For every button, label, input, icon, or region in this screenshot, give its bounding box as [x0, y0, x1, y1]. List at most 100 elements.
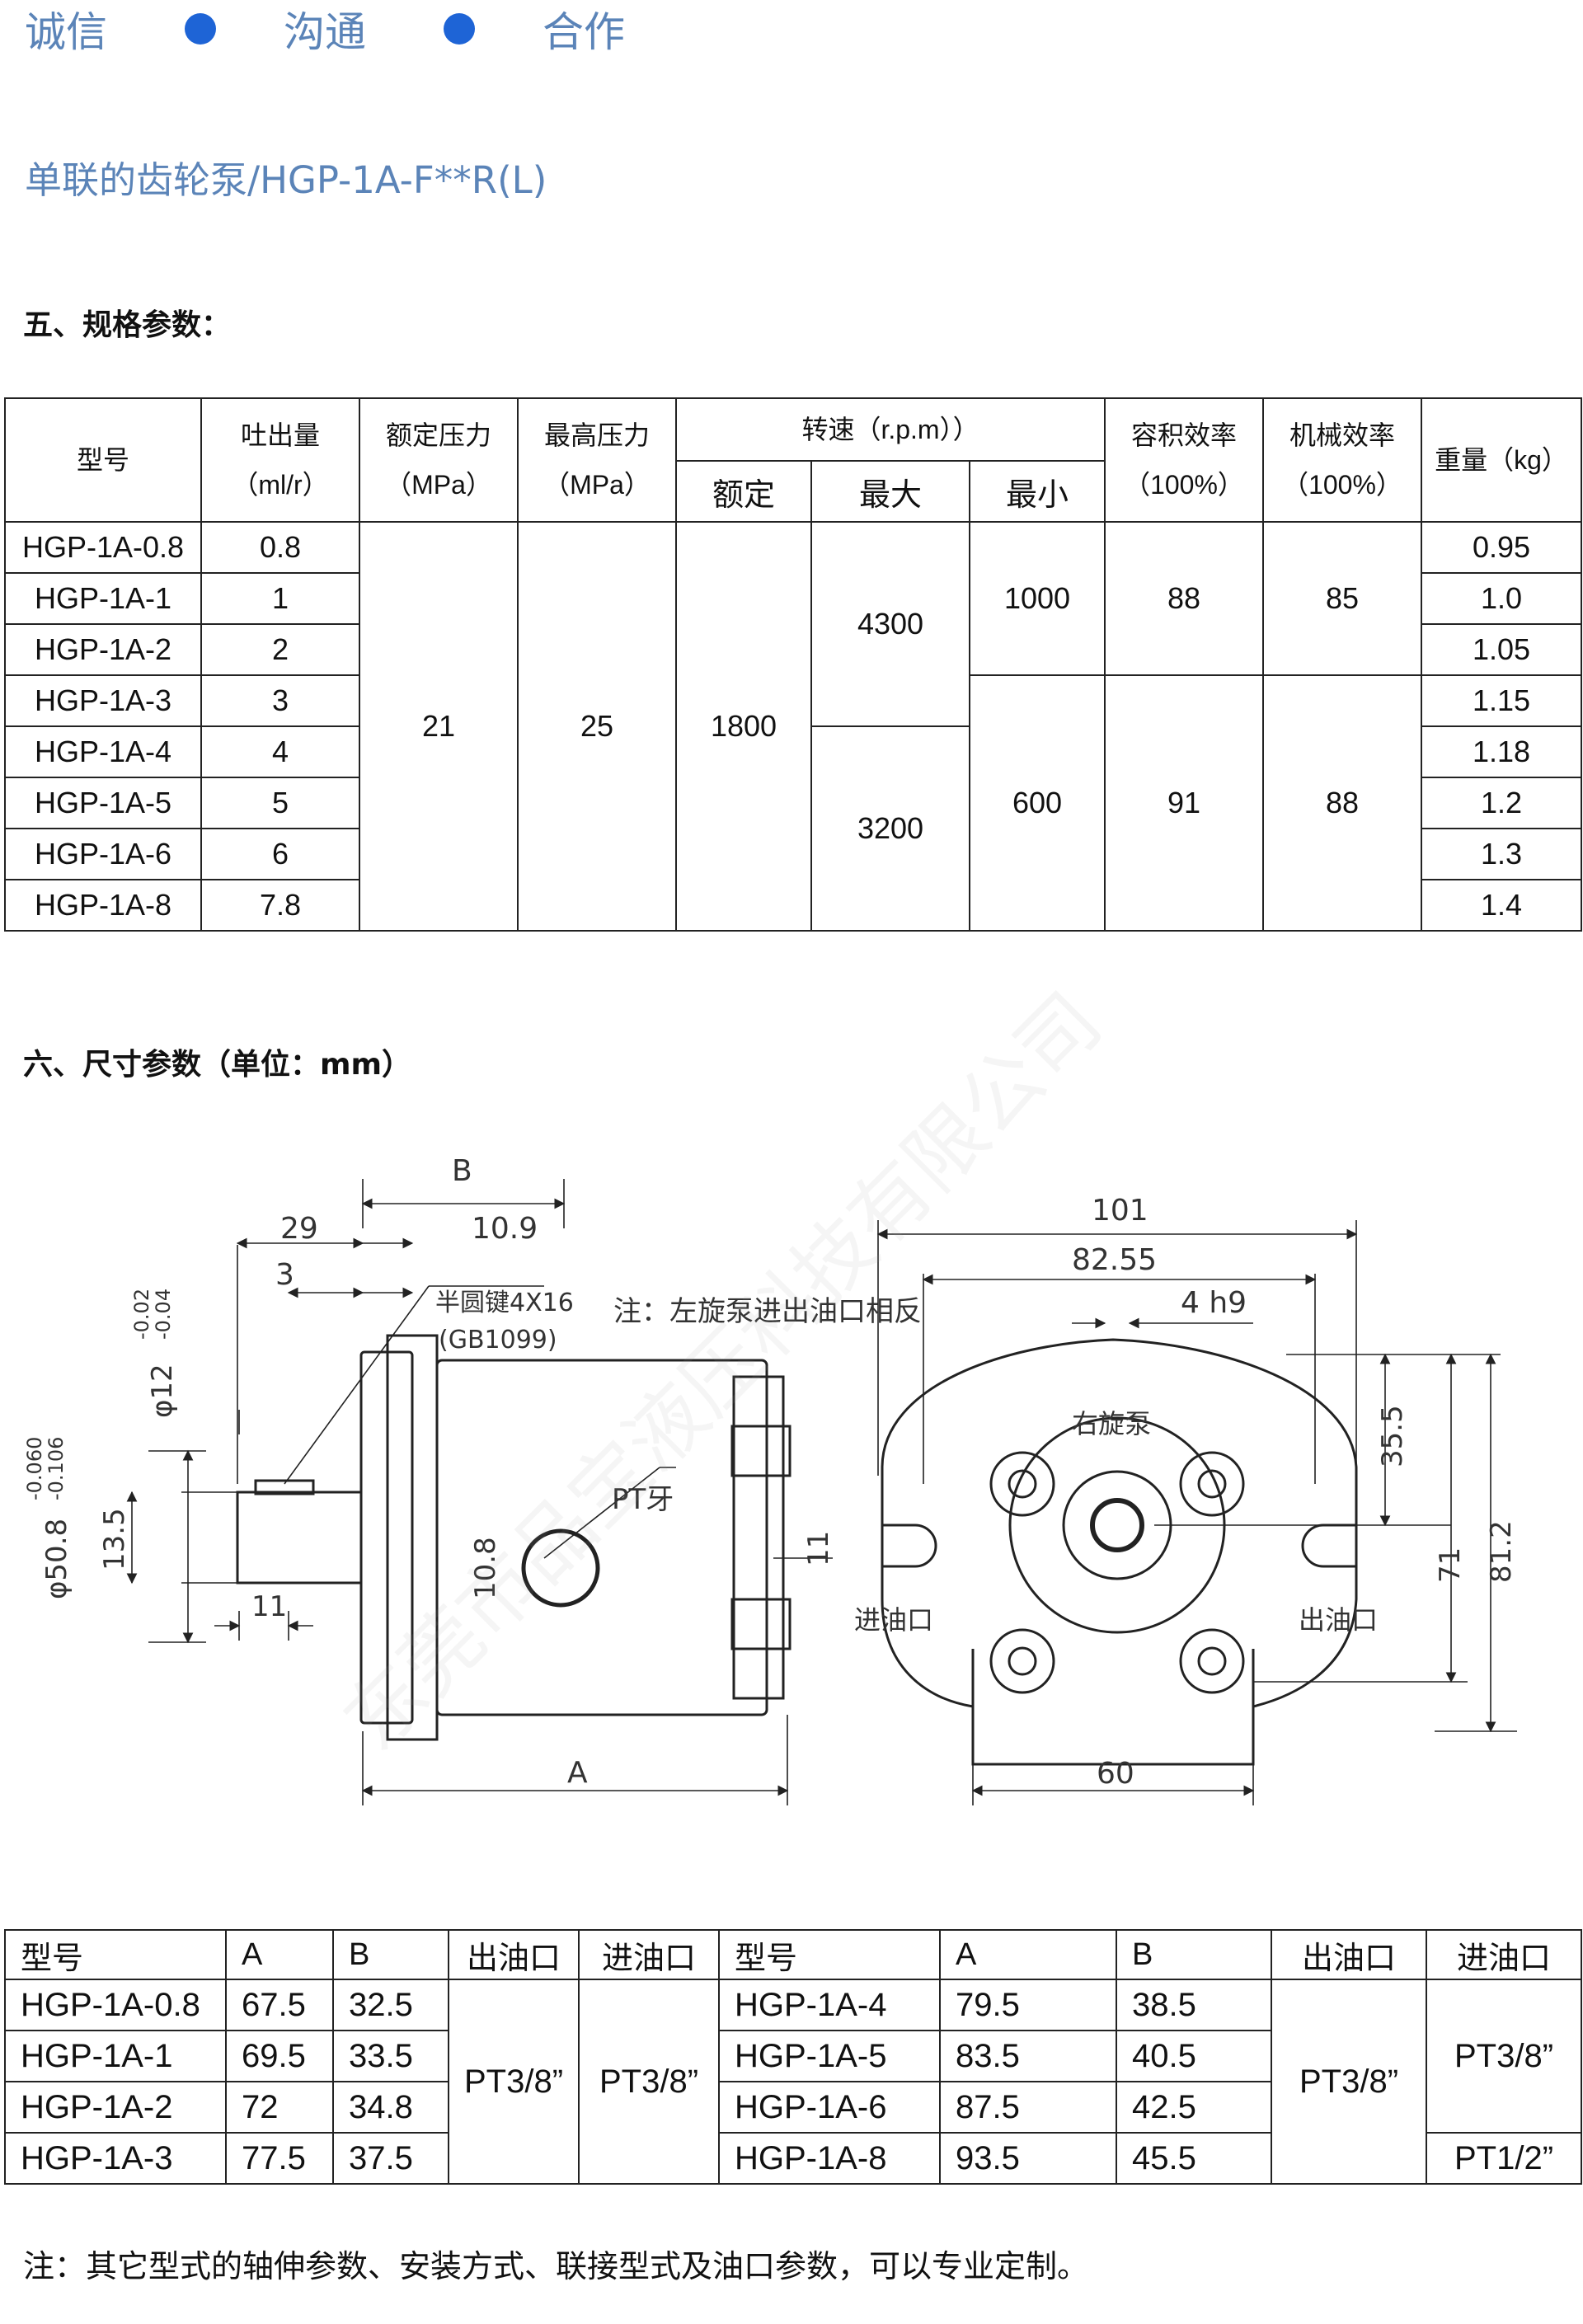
dimension-table: 型号 A B 出油口 进油口 型号 A B 出油口 进油口 HGP-1A-0.8…	[4, 1929, 1582, 2185]
cell-vol-eff: 91	[1104, 674, 1265, 932]
dim-cell-model: HGP-1A-0.8	[4, 1979, 227, 2031]
cell-weight: 1.15	[1421, 674, 1583, 727]
dim-cell-model: HGP-1A-8	[718, 2132, 941, 2185]
cover-bolt-upper	[730, 1425, 792, 1477]
label-81-2: 81.2	[1485, 1520, 1518, 1583]
header-mechanical-efficiency: 机械效率（100%）	[1262, 397, 1423, 523]
dim-cell-model: HGP-1A-5	[718, 2030, 941, 2082]
header-weight: 重量（kg）	[1421, 397, 1583, 523]
cell-displacement: 0.8	[200, 521, 360, 574]
label-half-round-key: 半圆键4X16	[435, 1289, 574, 1317]
dim-header-a: A	[939, 1929, 1117, 1980]
cover-bolt-lower	[730, 1598, 792, 1650]
cell-displacement: 5	[200, 777, 360, 829]
dim-cell-a: 87.5	[939, 2081, 1117, 2134]
dim-header-outlet: 出油口	[448, 1929, 580, 1980]
header-displacement: 吐出量（ml/r）	[200, 397, 360, 523]
slogan-word-integrity: 诚信	[25, 8, 107, 56]
bullet-dot-icon	[444, 13, 475, 45]
bolt-bottom-left	[989, 1628, 1055, 1694]
cell-max-pressure: 25	[517, 521, 677, 932]
header-volumetric-efficiency: 容积效率（100%）	[1104, 397, 1265, 523]
label-phi50-tol-lower: -0.106	[45, 1437, 68, 1500]
cell-speed-min: 1000	[968, 521, 1106, 676]
dim-cell-model: HGP-1A-6	[718, 2081, 941, 2134]
dim-cell-inlet: PT1/2”	[1426, 2132, 1582, 2185]
dim-cell-b: 40.5	[1116, 2030, 1272, 2082]
label-phi50-tol-upper: -0.060	[23, 1437, 46, 1500]
dim-header-outlet: 出油口	[1271, 1929, 1427, 1980]
label-A: A	[567, 1756, 588, 1790]
dim-header-model: 型号	[718, 1929, 941, 1980]
left-hand-note: 注：左旋泵进出油口相反	[613, 1295, 922, 1328]
label-outlet: 出油口	[1299, 1604, 1378, 1636]
slogan-word-cooperation: 合作	[543, 8, 625, 56]
slogan-word-communication: 沟通	[284, 8, 366, 56]
cell-weight: 0.95	[1421, 521, 1583, 574]
dim-cell-inlet: PT3/8”	[578, 1979, 720, 2185]
label-phi50-8: φ50.8	[40, 1519, 73, 1599]
label-101: 101	[1092, 1194, 1148, 1228]
cell-mech-eff: 85	[1262, 521, 1423, 676]
section-spec-title: 五、规格参数：	[23, 308, 232, 342]
cell-displacement: 6	[200, 828, 360, 880]
dim-header-inlet: 进油口	[578, 1929, 720, 1980]
bolt-top-right	[1179, 1451, 1245, 1517]
header-speed-rated: 额定	[675, 460, 812, 523]
label-13-5: 13.5	[98, 1508, 131, 1570]
front-view-labels: 101 82.55 4 h9 右旋泵 35.5 71 81.2 进油口 出油口 …	[854, 1194, 1518, 1791]
cell-displacement: 4	[200, 725, 360, 778]
dim-header-inlet: 进油口	[1426, 1929, 1582, 1980]
cell-model: HGP-1A-8	[4, 879, 202, 932]
dim-cell-inlet: PT3/8”	[1426, 1979, 1582, 2134]
label-4h9: 4 h9	[1181, 1286, 1247, 1320]
cell-vol-eff: 88	[1104, 521, 1265, 676]
label-pt-thread: PT牙	[612, 1483, 674, 1516]
pump-dimension-drawing: B 29 10.9 3 半圆键4X16 (GB1099) 注：左旋泵进出油口相反…	[23, 1154, 1518, 1805]
cell-weight: 1.2	[1421, 777, 1583, 829]
label-phi12-tol-upper: -0.02	[130, 1289, 153, 1340]
pump-body	[435, 1359, 768, 1716]
product-subtitle: 单联的齿轮泵/HGP-1A-F**R(L)	[25, 158, 547, 202]
cell-model: HGP-1A-1	[4, 572, 202, 625]
dim-cell-a: 69.5	[225, 2030, 334, 2082]
cell-displacement: 2	[200, 623, 360, 676]
dim-cell-model: HGP-1A-4	[718, 1979, 941, 2031]
dim-cell-a: 67.5	[225, 1979, 334, 2031]
header-model: 型号	[4, 397, 202, 523]
cell-weight: 1.05	[1421, 623, 1583, 676]
header-speed-max: 最大	[810, 460, 970, 523]
dim-cell-b: 34.8	[332, 2081, 449, 2134]
dim-cell-b: 32.5	[332, 1979, 449, 2031]
dim-cell-model: HGP-1A-1	[4, 2030, 227, 2082]
front-view-dimensions	[876, 1220, 1517, 1805]
label-11-left: 11	[802, 1531, 835, 1566]
label-60: 60	[1097, 1757, 1134, 1791]
bolt-top-left	[989, 1451, 1055, 1517]
cell-mech-eff: 88	[1262, 674, 1423, 932]
cell-weight: 1.3	[1421, 828, 1583, 880]
front-view	[881, 1338, 1358, 1766]
label-gb1099: (GB1099)	[439, 1326, 557, 1354]
label-11: 11	[251, 1590, 287, 1623]
dim-cell-a: 93.5	[939, 2132, 1117, 2185]
cell-speed-max: 4300	[810, 521, 970, 727]
cell-weight: 1.0	[1421, 572, 1583, 625]
cell-weight: 1.18	[1421, 725, 1583, 778]
cell-speed-max: 3200	[810, 725, 970, 932]
cell-displacement: 3	[200, 674, 360, 727]
cell-speed-rated: 1800	[675, 521, 812, 932]
dim-header-model: 型号	[4, 1929, 227, 1980]
label-29: 29	[280, 1212, 318, 1246]
dim-header-a: A	[225, 1929, 334, 1980]
dim-cell-b: 42.5	[1116, 2081, 1272, 2134]
cell-weight: 1.4	[1421, 879, 1583, 932]
cell-displacement: 7.8	[200, 879, 360, 932]
section-dimension-title: 六、尺寸参数（单位：mm）	[23, 1048, 412, 1082]
label-35-5: 35.5	[1376, 1405, 1409, 1467]
dim-header-b: B	[1116, 1929, 1272, 1980]
dim-cell-outlet: PT3/8”	[448, 1979, 580, 2185]
label-B: B	[452, 1154, 472, 1188]
dim-cell-b: 33.5	[332, 2030, 449, 2082]
side-view	[236, 1334, 792, 1741]
